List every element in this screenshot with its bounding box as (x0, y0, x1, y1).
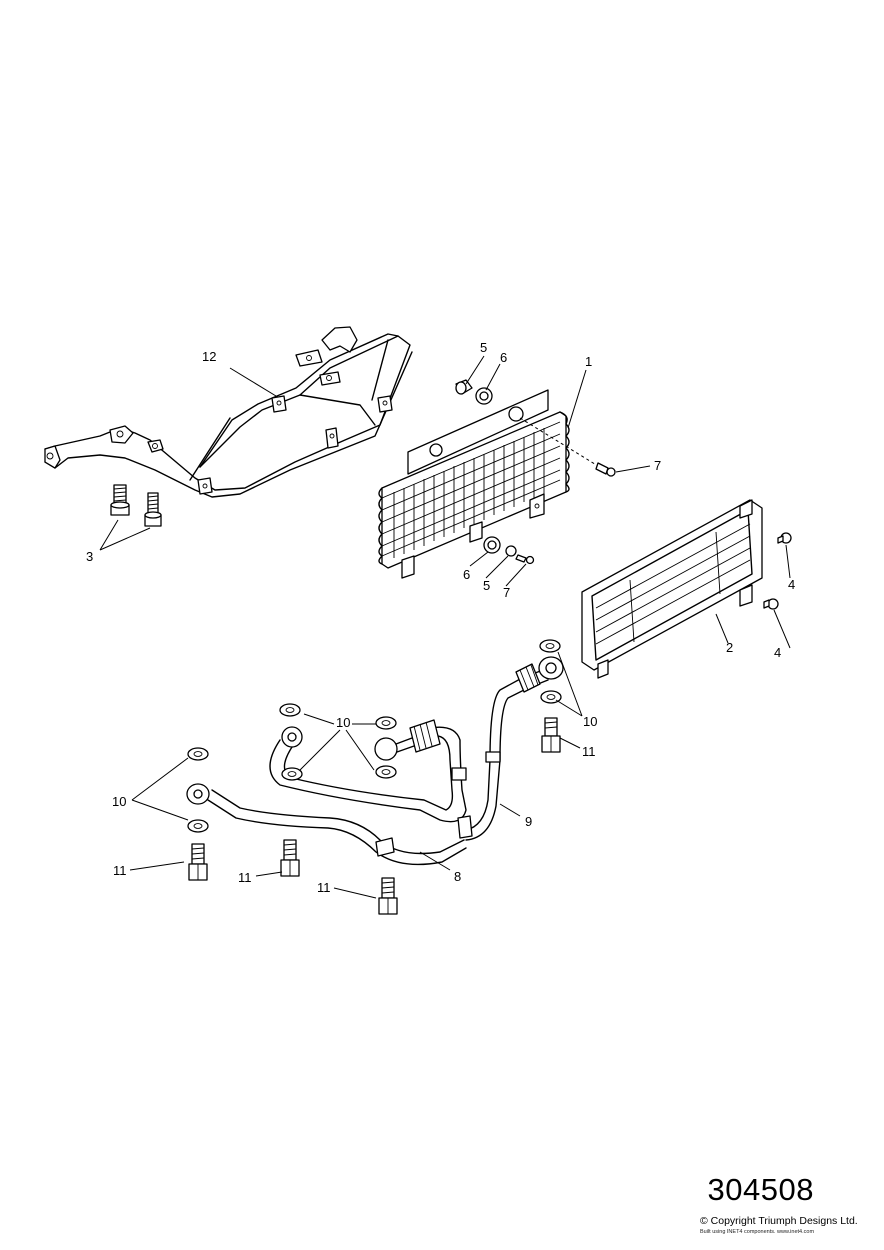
callout-3: 3 (86, 549, 93, 564)
callout-6-lower: 6 (463, 567, 470, 582)
callout-10-middle: 10 (336, 715, 350, 730)
callout-7-lower: 7 (503, 585, 510, 600)
bracket-bolts (110, 484, 162, 527)
banjo-bolt (378, 877, 398, 915)
callout-12: 12 (202, 349, 216, 364)
callout-4-lower: 4 (774, 645, 781, 660)
callout-2: 2 (726, 640, 733, 655)
callout-11-right: 11 (582, 744, 596, 759)
copyright-notice: © Copyright Triumph Designs Ltd. (700, 1215, 858, 1227)
callout-11-middle: 11 (238, 870, 252, 885)
callout-11-left: 11 (113, 863, 127, 878)
callout-labels: 12 3 1 5 6 7 6 5 7 2 4 4 10 10 11 10 9 1… (86, 340, 795, 895)
oil-cooler (378, 389, 570, 579)
callout-5-upper: 5 (480, 340, 487, 355)
oil-hoses (186, 656, 564, 866)
lower-fixings (483, 536, 535, 565)
callout-4-upper: 4 (788, 577, 795, 592)
grille-screws (763, 532, 792, 610)
callout-5-lower: 5 (483, 578, 490, 593)
callout-7-upper: 7 (654, 458, 661, 473)
banjo-bolt (280, 839, 300, 877)
callout-9: 9 (525, 814, 532, 829)
drawing-number: 304508 (707, 1172, 814, 1207)
callout-11-lower: 11 (317, 880, 331, 895)
callout-10-right: 10 (583, 714, 597, 729)
mounting-bracket (44, 326, 413, 498)
callout-10-left: 10 (112, 794, 126, 809)
upper-fixings (455, 379, 616, 477)
callout-8: 8 (454, 869, 461, 884)
callout-6-upper: 6 (500, 350, 507, 365)
callout-1: 1 (585, 354, 592, 369)
banjo-bolt (541, 717, 561, 753)
cooler-grille (581, 499, 763, 679)
banjo-bolts (188, 717, 561, 915)
sealing-washers (187, 639, 562, 833)
banjo-bolt (188, 843, 208, 881)
copyright-subnote: Built using INET4 components. www.inet4.… (700, 1229, 815, 1235)
leader-lines (99, 355, 791, 899)
